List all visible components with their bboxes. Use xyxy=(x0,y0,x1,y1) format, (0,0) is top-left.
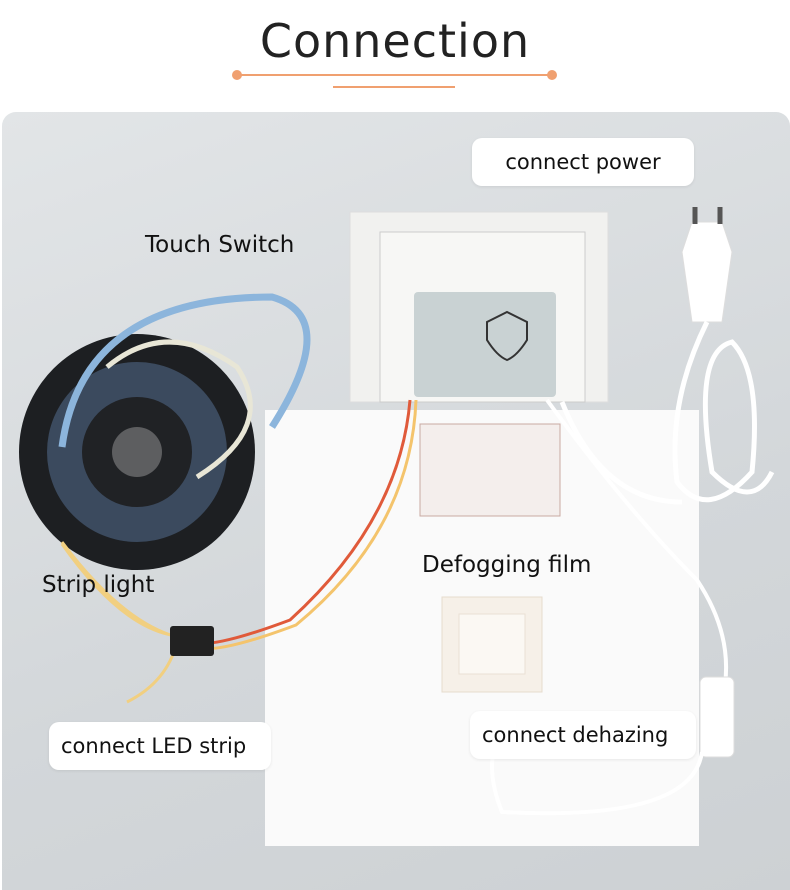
label-touch-switch: Touch Switch xyxy=(145,232,295,258)
product-photo xyxy=(2,112,790,890)
label-strip-light: Strip light xyxy=(42,572,155,598)
callout-connect-dehazing: connect dehazing xyxy=(470,711,696,759)
product-illustration xyxy=(19,207,775,846)
page-title: Connection xyxy=(259,14,531,68)
label-defogging-film: Defogging film xyxy=(422,552,592,578)
callout-connect-led-strip: connect LED strip xyxy=(49,722,271,770)
callout-connect-power: connect power xyxy=(472,138,694,186)
title-divider xyxy=(232,70,557,88)
